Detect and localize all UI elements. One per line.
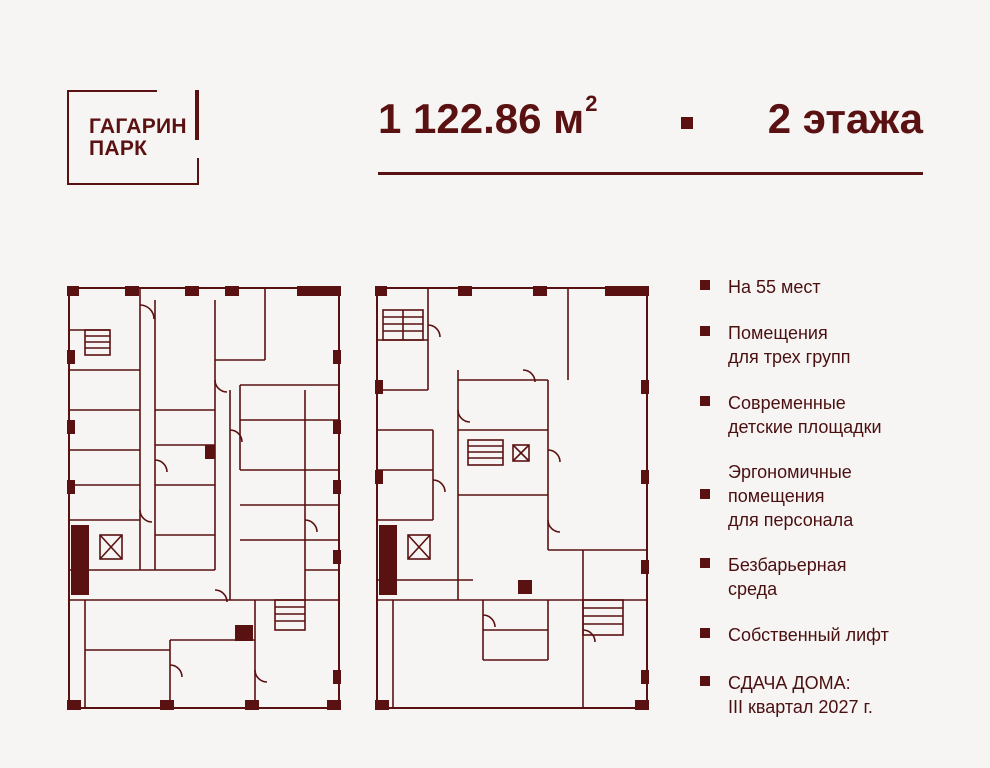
bullet-square-icon [700,396,710,406]
bullet-square-icon [700,489,710,499]
separator-dot [681,117,693,129]
bullet-square-icon [700,326,710,336]
feature-text: СДАЧА ДОМА: III квартал 2027 г. [728,673,873,717]
area-unit-superscript: 2 [585,91,598,116]
brand-name: ГАГАРИН ПАРК [89,116,187,160]
area-value: 1 122.86 м2 [378,91,597,143]
brand-line-2: ПАРК [89,137,148,160]
feature-text: Собственный лифт [728,625,889,645]
area-number: 1 122.86 м [378,95,585,142]
bullet-square-icon [700,558,710,568]
feature-text: Безбарьерная среда [728,555,847,599]
bullet-square-icon [700,280,710,290]
brand-line-1: ГАГАРИН [89,115,187,138]
logo-frame [67,90,199,185]
feature-text: Помещения для трех групп [728,323,851,367]
floors-count: 2 этажа [767,95,923,142]
bullet-square-icon [700,676,710,686]
headline-underline [378,172,923,175]
brand-logo: ГАГАРИН ПАРК [67,90,199,185]
bullet-square-icon [700,628,710,638]
feature-text: На 55 мест [728,277,821,297]
feature-text: Современные детские площадки [728,393,882,437]
feature-text: Эргономичные помещения для персонала [728,462,854,530]
headline: 1 122.86 м2 2 этажа [378,91,923,155]
floor-plan-1 [67,286,341,710]
floor-plan-2 [375,286,649,710]
